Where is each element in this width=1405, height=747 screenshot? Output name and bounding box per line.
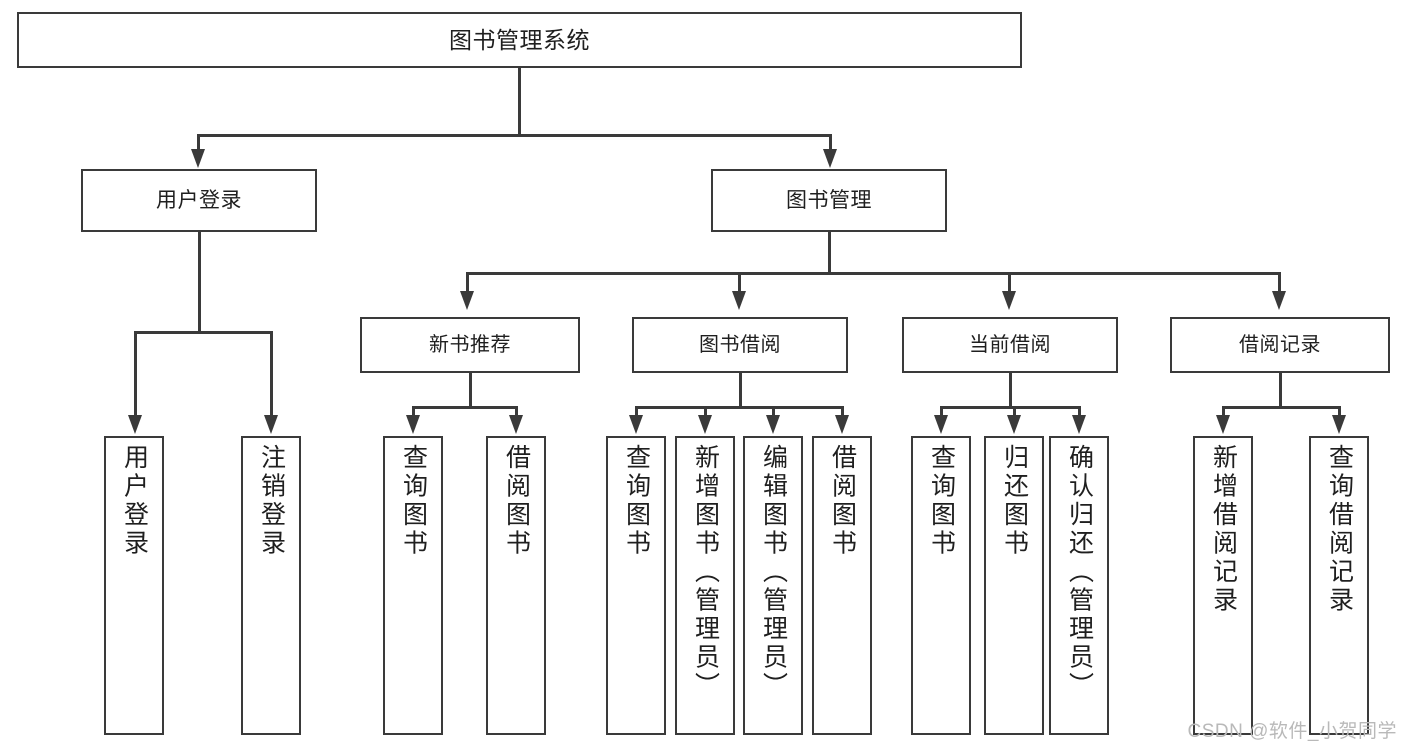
arrowhead-bm-to-book-borrow	[732, 291, 746, 310]
arrowhead-new-book-leaf-1	[406, 415, 420, 434]
connector-book-management-stem	[828, 232, 831, 274]
node-book-management[interactable]: 图书管理	[711, 169, 947, 232]
connector-root-stem	[518, 68, 521, 135]
connector-book-management-bus	[466, 272, 1280, 275]
connector-book-borrow-stem	[739, 373, 742, 408]
arrowhead-new-book-leaf-2	[509, 415, 523, 434]
arrowhead-user-login-leaf-1	[128, 415, 142, 434]
connector-bm-to-borrow-record	[1278, 272, 1281, 293]
connector-user-login-bus	[134, 331, 272, 334]
arrowhead-root-to-book-management	[823, 149, 837, 168]
node-label: 查询图书	[399, 444, 428, 558]
node-label: 图书管理系统	[449, 26, 590, 53]
node-label: 借阅图书	[828, 444, 857, 558]
arrowhead-br-leaf-2	[1332, 415, 1346, 434]
node-label: 确认归还（管理员）	[1065, 444, 1094, 701]
node-label: 用户登录	[156, 188, 242, 212]
connector-bb-to-leaf-1	[635, 406, 638, 417]
node-label: 当前借阅	[969, 333, 1051, 356]
connector-current-borrow-stem	[1009, 373, 1012, 408]
node-label: 新书推荐	[429, 333, 511, 356]
leaf-current-borrow-return-book[interactable]: 归还图书	[984, 436, 1044, 735]
connector-cb-to-leaf-3	[1078, 406, 1081, 417]
node-label: 图书管理	[786, 188, 872, 212]
connector-new-book-to-leaf-2	[515, 406, 518, 417]
arrowhead-bb-leaf-1	[629, 415, 643, 434]
node-label: 查询图书	[927, 444, 956, 558]
connector-user-login-stem	[198, 232, 201, 333]
arrowhead-user-login-leaf-2	[264, 415, 278, 434]
node-new-book-recommend[interactable]: 新书推荐	[360, 317, 580, 373]
connector-bb-to-leaf-4	[841, 406, 844, 417]
arrowhead-cb-leaf-2	[1007, 415, 1021, 434]
node-label: 新增借阅记录	[1209, 444, 1238, 615]
connector-bb-to-leaf-2	[704, 406, 707, 417]
node-label: 查询图书	[622, 444, 651, 558]
node-label: 借阅记录	[1239, 333, 1321, 356]
arrowhead-bm-to-borrow-record	[1272, 291, 1286, 310]
connector-borrow-record-bus	[1222, 406, 1340, 409]
node-book-borrow[interactable]: 图书借阅	[632, 317, 848, 373]
node-label: 图书借阅	[699, 333, 781, 356]
leaf-user-login-logout[interactable]: 注销登录	[241, 436, 301, 735]
connector-cb-to-leaf-2	[1013, 406, 1016, 417]
node-current-borrow[interactable]: 当前借阅	[902, 317, 1118, 373]
node-label: 注销登录	[257, 444, 286, 558]
node-user-login[interactable]: 用户登录	[81, 169, 317, 232]
connector-book-borrow-bus	[635, 406, 843, 409]
arrowhead-cb-leaf-1	[934, 415, 948, 434]
leaf-current-borrow-query-book[interactable]: 查询图书	[911, 436, 971, 735]
arrowhead-bb-leaf-2	[698, 415, 712, 434]
connector-new-book-stem	[469, 373, 472, 408]
node-label: 新增图书（管理员）	[691, 444, 720, 701]
arrowhead-bb-leaf-4	[835, 415, 849, 434]
leaf-borrow-record-add-record[interactable]: 新增借阅记录	[1193, 436, 1253, 735]
connector-current-borrow-bus	[940, 406, 1080, 409]
node-root-book-management-system[interactable]: 图书管理系统	[17, 12, 1022, 68]
arrowhead-bb-leaf-3	[766, 415, 780, 434]
node-label: 归还图书	[1000, 444, 1029, 558]
connector-bm-to-book-borrow	[738, 272, 741, 293]
node-borrow-record[interactable]: 借阅记录	[1170, 317, 1390, 373]
leaf-user-login-login[interactable]: 用户登录	[104, 436, 164, 735]
connector-root-to-book-management	[829, 134, 832, 151]
connector-br-to-leaf-1	[1222, 406, 1225, 417]
leaf-book-borrow-edit-book-admin[interactable]: 编辑图书（管理员）	[743, 436, 803, 735]
leaf-new-book-query-book[interactable]: 查询图书	[383, 436, 443, 735]
arrowhead-root-to-user-login	[191, 149, 205, 168]
connector-new-book-to-leaf-1	[412, 406, 415, 417]
connector-bm-to-current-borrow	[1008, 272, 1011, 293]
node-label: 用户登录	[120, 444, 149, 558]
arrowhead-cb-leaf-3	[1072, 415, 1086, 434]
connector-root-to-user-login	[197, 134, 200, 151]
leaf-book-borrow-borrow-book[interactable]: 借阅图书	[812, 436, 872, 735]
arrowhead-br-leaf-1	[1216, 415, 1230, 434]
connector-new-book-bus	[412, 406, 517, 409]
leaf-book-borrow-query-book[interactable]: 查询图书	[606, 436, 666, 735]
connector-br-to-leaf-2	[1338, 406, 1341, 417]
node-label: 编辑图书（管理员）	[759, 444, 788, 701]
leaf-borrow-record-query-record[interactable]: 查询借阅记录	[1309, 436, 1369, 735]
connector-bm-to-new-book	[466, 272, 469, 293]
connector-user-login-to-leaf-1	[134, 331, 137, 417]
connector-user-login-to-leaf-2	[270, 331, 273, 417]
leaf-current-borrow-confirm-return-admin[interactable]: 确认归还（管理员）	[1049, 436, 1109, 735]
node-label: 借阅图书	[502, 444, 531, 558]
connector-cb-to-leaf-1	[940, 406, 943, 417]
arrowhead-bm-to-current-borrow	[1002, 291, 1016, 310]
connector-bb-to-leaf-3	[772, 406, 775, 417]
node-label: 查询借阅记录	[1325, 444, 1354, 615]
leaf-new-book-borrow-book[interactable]: 借阅图书	[486, 436, 546, 735]
connector-root-bus	[197, 134, 831, 137]
arrowhead-bm-to-new-book	[460, 291, 474, 310]
leaf-book-borrow-add-book-admin[interactable]: 新增图书（管理员）	[675, 436, 735, 735]
connector-borrow-record-stem	[1279, 373, 1282, 408]
